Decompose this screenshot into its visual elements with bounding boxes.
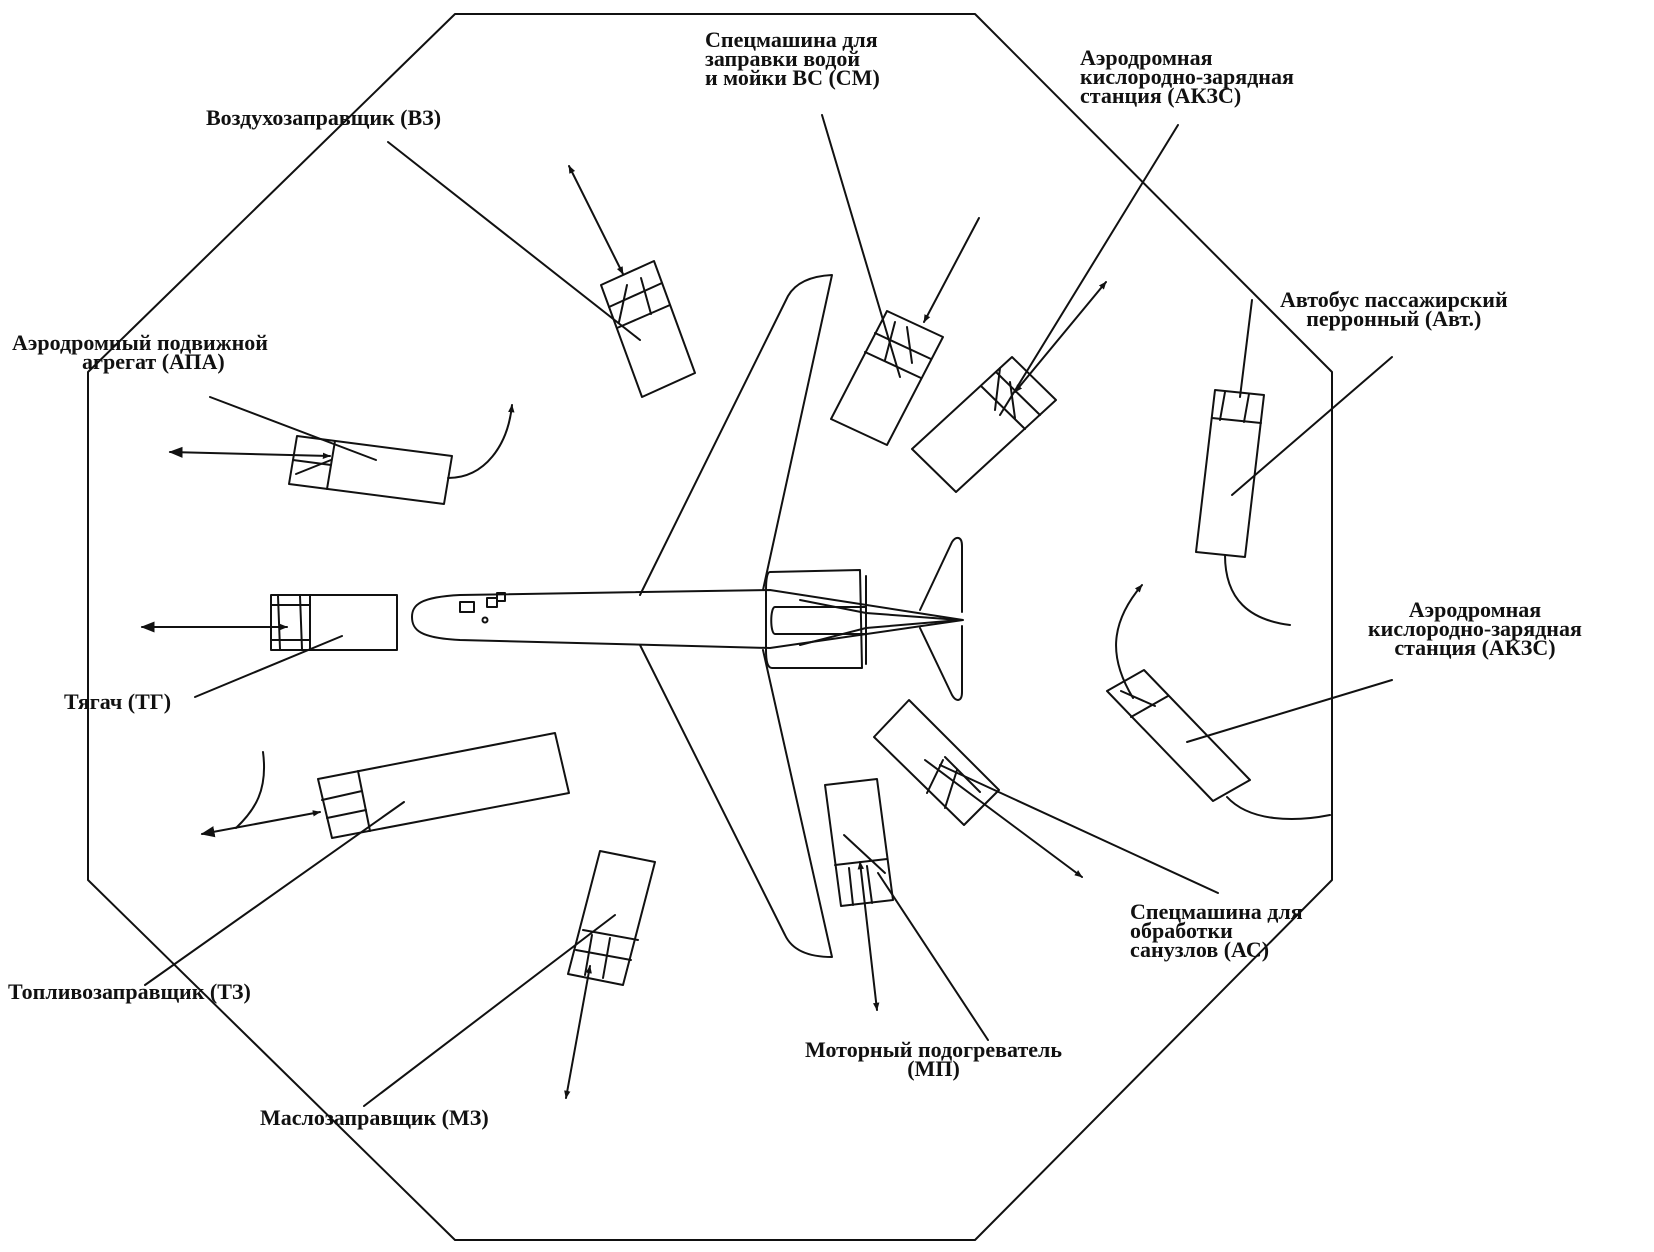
leader-akzs-top — [999, 124, 1179, 416]
leader-apa — [209, 396, 377, 461]
leader-mp — [877, 872, 989, 1041]
leader-bus-up — [1239, 299, 1253, 398]
apa-turn-path — [447, 404, 515, 479]
label-as: Спецмашина для обработки санузлов (АС) — [1130, 899, 1303, 962]
label-as-line: Спецмашина для — [1130, 899, 1303, 924]
vehicle-apa — [288, 435, 453, 505]
vehicle-as — [873, 699, 1000, 826]
leader-sm — [821, 114, 901, 378]
label-akzs-top-line: кислородно-зарядная — [1080, 64, 1294, 89]
label-apa-line: агрегат (АПА) — [82, 349, 225, 374]
arrow-mz — [564, 965, 592, 1099]
arrow-tz — [200, 810, 321, 838]
leader-mz — [363, 914, 616, 1107]
akzs-right-exit-path — [1226, 796, 1331, 820]
label-sm-line: заправки водой — [705, 46, 861, 71]
aircraft-cockpit-window — [496, 592, 506, 602]
aircraft-tail-line — [865, 619, 961, 629]
label-as-line: обработки — [1130, 918, 1233, 943]
leader-akzs-right — [1186, 679, 1393, 743]
label-mz: Маслозаправщик (МЗ) — [260, 1105, 489, 1130]
label-akzs-right-line: Аэродромная — [1408, 597, 1542, 622]
bus-turn-path — [1224, 554, 1291, 626]
tz-turn-path — [235, 751, 265, 829]
aircraft-engine-pod — [765, 569, 863, 669]
arrow-akzs-top — [1014, 281, 1107, 393]
label-avt-line: Автобус пассажирский — [1280, 287, 1508, 312]
aircraft-door-marker — [481, 616, 489, 624]
label-sm: Спецмашина для заправки водой и мойки ВС… — [705, 27, 880, 90]
aircraft-lower-wing — [639, 644, 833, 958]
vehicle-mp — [824, 778, 894, 907]
akzs-right-entry-path — [1115, 584, 1143, 699]
label-akzs-top-line: станция (АКЗС) — [1080, 83, 1242, 108]
label-akzs-right-line: кислородно-зарядная — [1368, 616, 1582, 641]
label-avt: Автобус пассажирский перронный (Авт.) — [1280, 287, 1508, 331]
leader-mp-a — [843, 834, 886, 874]
arrow-vz — [568, 165, 624, 275]
label-akzs-right-line: станция (АКЗС) — [1394, 635, 1556, 660]
aircraft-upper-stabilizer — [919, 536, 963, 613]
label-akzs-top-line: Аэродромная — [1080, 45, 1213, 70]
arrow-mp — [857, 861, 880, 1011]
aircraft-tail-line — [865, 612, 961, 621]
aircraft-cockpit-window — [459, 601, 475, 613]
aircraft-lower-stabilizer — [919, 625, 963, 701]
vehicle-bus — [1195, 389, 1265, 558]
vehicle-akzs-right — [1106, 669, 1251, 802]
label-tz: Топливозаправщик (ТЗ) — [8, 979, 251, 1004]
arrow-as — [924, 759, 1083, 878]
aircraft-fuselage — [411, 589, 964, 649]
aircraft-tail-line — [799, 627, 867, 646]
label-tg: Тягач (ТГ) — [64, 689, 172, 714]
label-avt-line: перронный (Авт.) — [1306, 306, 1482, 331]
label-as-line: санузлов (АС) — [1130, 937, 1270, 962]
vehicle-vz — [600, 260, 696, 398]
label-sm-line: Спецмашина для — [705, 27, 878, 52]
label-mp-line: (МП) — [907, 1056, 960, 1081]
arrow-sm — [923, 217, 980, 323]
label-apa-line: Аэродромный подвижной — [12, 330, 268, 355]
leader-tg — [194, 635, 343, 698]
apron-boundary — [87, 13, 1333, 1241]
label-akzs-top: Аэродромная кислородно-зарядная станция … — [1080, 45, 1294, 108]
vehicle-tg — [270, 594, 398, 651]
aircraft-upper-wing — [639, 274, 833, 596]
vehicle-akzs-top — [911, 356, 1057, 493]
label-apa: Аэродромный подвижной агрегат (АПА) — [12, 330, 268, 374]
aircraft-engine-intake — [770, 606, 867, 635]
aircraft-cockpit-window — [486, 597, 498, 608]
aircraft-tail-line — [799, 599, 867, 614]
leader-bus — [1231, 356, 1393, 496]
aircraft — [411, 274, 964, 958]
label-mp: Моторный подогреватель (МП) — [805, 1037, 1062, 1081]
leader-vz — [387, 141, 641, 341]
leader-tz — [144, 801, 405, 986]
leader-as — [939, 764, 1219, 894]
label-mp-line: Моторный подогреватель — [805, 1037, 1062, 1062]
label-vz: Воздухозаправщик (ВЗ) — [206, 105, 442, 130]
label-akzs-right: Аэродромная кислородно-зарядная станция … — [1368, 597, 1582, 660]
vehicle-tz — [317, 732, 570, 839]
arrow-apa — [168, 446, 331, 460]
label-sm-line: и мойки ВС (СМ) — [705, 65, 880, 90]
